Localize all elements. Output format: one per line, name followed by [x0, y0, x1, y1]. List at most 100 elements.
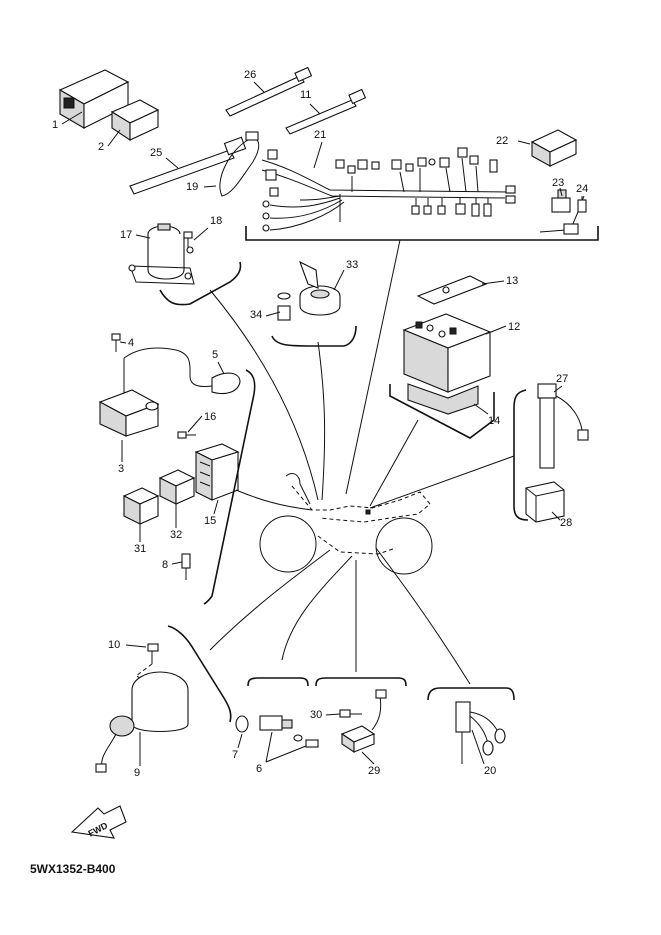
callout-number-1: 1: [52, 119, 58, 131]
callout-cable-band: 11: [300, 89, 321, 115]
part-20-stop-switch: [455, 701, 506, 764]
callout-number-27: 27: [556, 373, 568, 385]
part-16-regulator-bolt: [177, 431, 196, 439]
callout-wire-harness: 21: [313, 129, 326, 169]
callout-number-21: 21: [314, 129, 326, 141]
callout-leader-5: [217, 361, 225, 375]
callout-number-7: 7: [232, 749, 238, 761]
callout-ignition-coil: 3: [118, 440, 124, 475]
part-5-spark-plug-cap: [123, 347, 241, 395]
callout-leader-34: [265, 311, 281, 317]
callout-fuse: 24: [576, 183, 588, 200]
callout-number-30: 30: [310, 709, 322, 721]
callout-leader-4: [119, 341, 127, 344]
callout-number-28: 28: [560, 517, 572, 529]
callout-coil-bolt: 4: [119, 337, 134, 349]
callout-number-19: 19: [186, 181, 198, 193]
callout-leader-22: [517, 140, 531, 145]
callout-switch-screw: 30: [310, 709, 341, 721]
part-25-long-cable-band: [129, 136, 247, 195]
callout-number-22: 22: [496, 135, 508, 147]
part-8-temperature-sensor: [181, 553, 191, 580]
part-34-horn-collar: [277, 292, 291, 321]
callout-number-18: 18: [210, 215, 222, 227]
callout-number-23: 23: [552, 177, 564, 189]
callout-leader-6: [265, 745, 307, 763]
callout-number-10: 10: [108, 639, 120, 651]
part-19-wire-clamp: [219, 131, 260, 197]
callout-leader-33: [333, 269, 345, 291]
part-28-relay-cover: [525, 481, 565, 523]
callout-leader-10: [125, 644, 147, 648]
callout-leader-23: [559, 187, 563, 197]
callout-horn: 33: [333, 259, 358, 291]
callout-number-14: 14: [488, 415, 500, 427]
callout-leader-28: [551, 511, 561, 521]
callout-leader-29: [361, 751, 375, 765]
callout-fuse-box: 22: [496, 135, 531, 147]
part-6-neutral-switch-set: [259, 715, 319, 748]
callout-leader-11: [309, 103, 321, 115]
callout-cdi-cover: 2: [98, 129, 121, 153]
callout-number-26: 26: [244, 69, 256, 81]
callout-leader-2: [107, 129, 121, 147]
callout-number-8: 8: [162, 559, 168, 571]
callout-leader-12: [485, 325, 507, 335]
part-22-fuse-box: [530, 129, 578, 167]
callout-number-5: 5: [212, 349, 218, 361]
callout-number-11: 11: [300, 89, 311, 101]
callout-battery-band: 13: [481, 275, 518, 287]
callout-leader-25: [165, 157, 179, 169]
callout-rectifier-regulator: 15: [204, 499, 219, 527]
callout-cdi-unit: 1: [52, 111, 83, 131]
part-14-battery-pad: [407, 383, 479, 415]
bracket-stop-switch: [427, 687, 515, 701]
part-15-rectifier-regulator: [194, 443, 240, 501]
callout-leader-18: [193, 227, 209, 241]
callout-leader-14: [473, 403, 489, 415]
callout-spark-plug-cap: 5: [212, 349, 225, 375]
callout-number-2: 2: [98, 141, 104, 153]
bracket-battery: [389, 384, 495, 439]
callout-neutral-switch-set: 6: [256, 731, 307, 775]
diagram-code: 5WX1352-B400: [30, 862, 116, 876]
callout-leader-7: [237, 733, 243, 749]
callout-main-switch: 17: [120, 229, 151, 241]
callout-starter-motor: 9: [134, 732, 141, 779]
callout-number-29: 29: [368, 765, 380, 777]
bracket-neutral-switch: [247, 677, 309, 687]
part-29-front-stop-switch: [340, 689, 387, 754]
callout-relay-cover: 28: [551, 511, 572, 529]
callout-leader-6: [265, 731, 273, 763]
bracket-top-group: [245, 226, 599, 241]
callout-number-25: 25: [150, 147, 162, 159]
bracket-left-group: [203, 369, 256, 605]
part-13-battery-band: [416, 275, 488, 305]
callout-leader-26: [253, 81, 265, 93]
bracket-main-switch: [159, 261, 242, 306]
bracket-relay: [513, 389, 529, 521]
callout-leader-27: [553, 385, 563, 393]
callout-battery: 12: [485, 321, 520, 335]
part-17-main-switch: [128, 223, 195, 285]
part-24-fuse: [539, 195, 587, 235]
part-4-coil-bolt: [111, 333, 121, 352]
callout-leader-13: [481, 280, 505, 285]
callout-number-6: 6: [256, 763, 262, 775]
callout-number-12: 12: [508, 321, 520, 333]
callout-fuse-holder: 23: [552, 177, 564, 197]
callout-leader-1: [61, 111, 83, 125]
part-18-switch-bolt: [183, 231, 194, 254]
fwd-arrow: FWD: [70, 805, 127, 839]
part-1-cdi-unit: [58, 69, 130, 129]
bracket-horn: [271, 325, 357, 347]
callout-leader-8: [171, 561, 183, 565]
callout-number-32: 32: [170, 529, 182, 541]
part-30-switch-screw: [339, 709, 362, 718]
callout-leader-17: [135, 234, 151, 239]
part-11-cable-band: [285, 88, 367, 135]
part-26-cable-band: [225, 66, 313, 117]
callout-number-33: 33: [346, 259, 358, 271]
callout-leader-15: [213, 499, 219, 515]
